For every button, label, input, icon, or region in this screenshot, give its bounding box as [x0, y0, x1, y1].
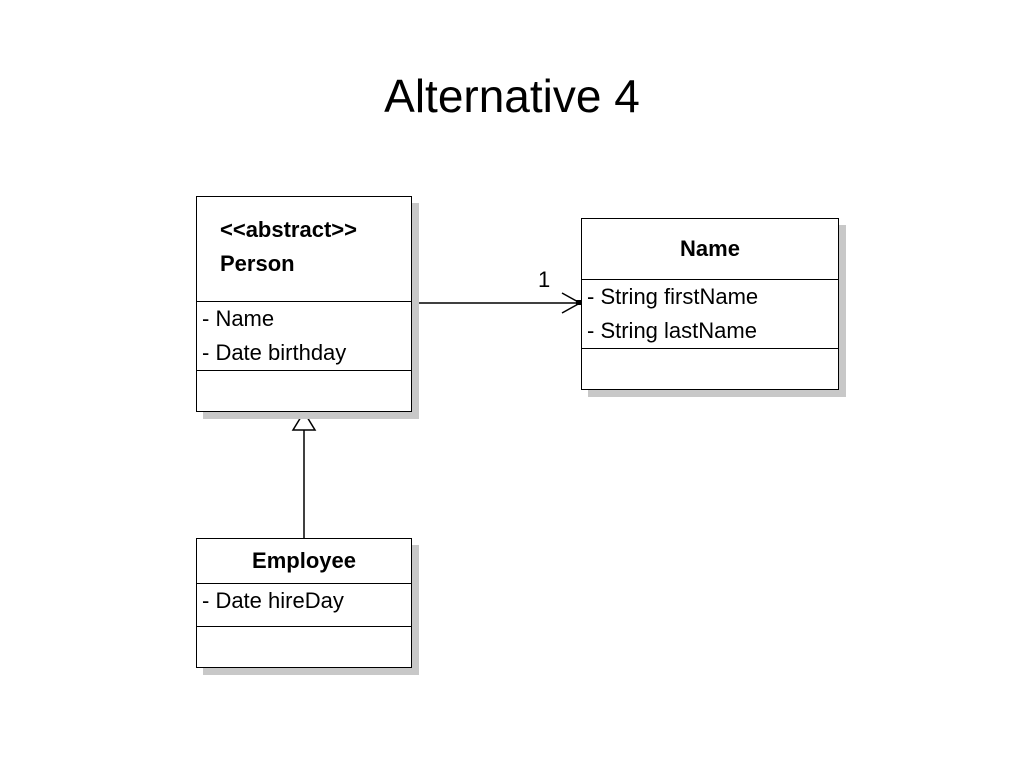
- generalization-triangle: [291, 410, 317, 431]
- association-multiplicity: 1: [538, 267, 551, 292]
- class-person[interactable]: <<abstract>> Person - Name - Date birthd…: [196, 196, 412, 412]
- class-person-operations: [197, 370, 411, 411]
- slide-title: Alternative 4: [384, 70, 640, 122]
- class-name-attributes: - String firstName - String lastName: [582, 279, 838, 348]
- class-name-attribute: - String lastName: [587, 318, 757, 343]
- class-employee-name-compartment: Employee: [197, 539, 411, 583]
- class-person-stereotype: <<abstract>>: [220, 217, 357, 242]
- class-name-name-compartment: Name: [582, 219, 838, 279]
- class-person-attribute: - Name: [202, 306, 275, 331]
- class-name-operations: [582, 348, 838, 389]
- class-employee-attribute: - Date hireDay: [202, 588, 344, 613]
- class-person-name-compartment: <<abstract>> Person: [197, 197, 411, 301]
- class-employee-name: Employee: [252, 548, 356, 573]
- class-employee-attributes: - Date hireDay: [197, 583, 411, 626]
- class-person-name: Person: [220, 251, 295, 276]
- class-employee[interactable]: Employee - Date hireDay: [196, 538, 412, 668]
- class-person-attributes: - Name - Date birthday: [197, 301, 411, 370]
- class-name[interactable]: Name - String firstName - String lastNam…: [581, 218, 839, 390]
- association-arrowhead: [561, 292, 582, 314]
- class-name-name: Name: [680, 236, 740, 261]
- class-employee-operations: [197, 626, 411, 667]
- class-person-attribute: - Date birthday: [202, 340, 347, 365]
- class-name-attribute: - String firstName: [587, 284, 759, 309]
